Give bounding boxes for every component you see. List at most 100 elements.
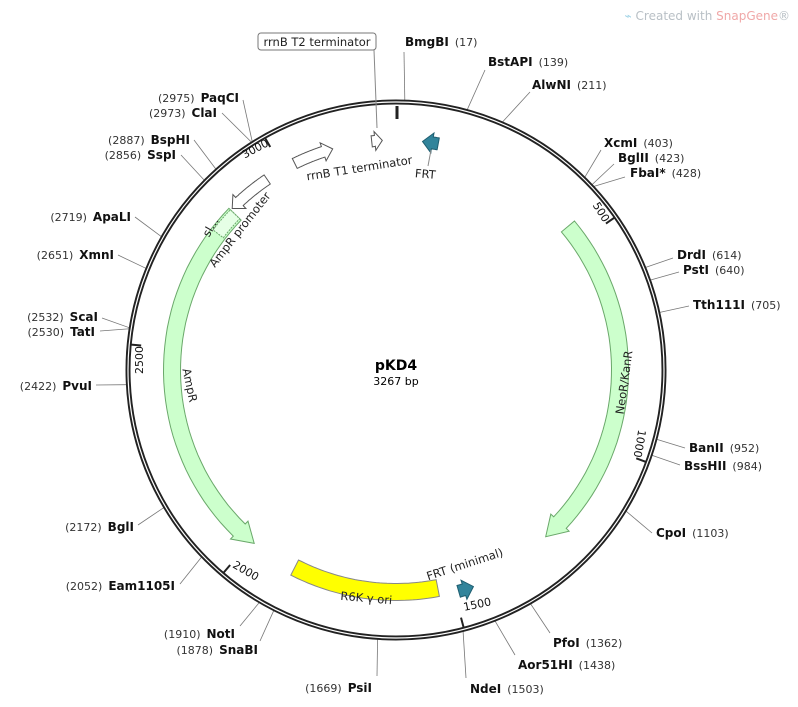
enzyme-site-noti[interactable]: (1910) NotI xyxy=(164,627,235,641)
enzyme-name: NotI xyxy=(207,627,236,641)
enzyme-position: (984) xyxy=(732,460,762,473)
feature-frt xyxy=(421,131,440,155)
enzyme-name: Eam1105I xyxy=(108,579,175,593)
enzyme-position: (1503) xyxy=(507,683,544,696)
feature-label: FRT (minimal) xyxy=(425,545,505,583)
rrnb-t2-leader xyxy=(373,49,378,129)
enzyme-leader-line xyxy=(242,99,253,142)
enzyme-leader-line xyxy=(117,254,147,269)
tick-mark xyxy=(605,216,615,225)
enzyme-site-aor51hi[interactable]: Aor51HI(1438) xyxy=(518,658,615,672)
feature-label: rrnB T2 terminator xyxy=(264,35,371,49)
enzyme-name: BglII xyxy=(618,151,649,165)
plasmid-name: pKD4 xyxy=(375,358,417,374)
backbone-inner-line xyxy=(127,101,665,639)
tick-mark xyxy=(635,457,646,463)
enzyme-name: TatI xyxy=(70,325,95,339)
enzyme-name: BmgBI xyxy=(405,35,449,49)
enzyme-site-xmni[interactable]: (2651)XmnI xyxy=(37,248,114,262)
feature-label: AmpR xyxy=(179,367,200,404)
enzyme-position: (1910) xyxy=(164,628,201,641)
enzyme-name: PaqCI xyxy=(201,91,239,105)
enzyme-name: BspHI xyxy=(151,133,190,147)
enzyme-site-pvui[interactable]: (2422) PvuI xyxy=(20,379,92,393)
enzyme-site-cpoi[interactable]: CpoI(1103) xyxy=(656,526,729,540)
enzyme-position: (1878) xyxy=(177,644,214,657)
enzyme-position: (403) xyxy=(643,137,673,150)
enzyme-position: (1103) xyxy=(692,527,729,540)
feature-label: R6K γ ori xyxy=(340,589,393,607)
enzyme-name: AlwNI xyxy=(532,78,571,92)
enzyme-site-alwni[interactable]: AlwNI(211) xyxy=(532,78,607,92)
enzyme-leader-line xyxy=(591,163,615,185)
enzyme-site-eam1105i[interactable]: (2052) Eam1105I xyxy=(66,579,175,593)
plasmid-length: 3267 bp xyxy=(373,375,418,388)
enzyme-leader-line xyxy=(403,51,406,101)
feature-sl xyxy=(212,208,241,239)
enzyme-site-bsshii[interactable]: BssHII(984) xyxy=(684,459,762,473)
enzyme-leader-line xyxy=(239,602,260,627)
enzyme-leader-line xyxy=(584,149,602,178)
enzyme-labels: BmgBI(17)BstAPI(139)AlwNI(211)XcmI(403)B… xyxy=(20,35,781,696)
enzyme-name: ApaLI xyxy=(93,210,131,224)
enzyme-name: ScaI xyxy=(70,310,98,324)
enzyme-site-scai[interactable]: (2532) ScaI xyxy=(27,310,98,324)
enzyme-leader-line xyxy=(137,507,164,526)
enzyme-site-bmgbi[interactable]: BmgBI (17) xyxy=(405,35,477,49)
enzyme-leader-line xyxy=(180,154,205,181)
enzyme-site-bgli[interactable]: (2172)BglI xyxy=(65,520,134,534)
enzyme-position: (2975) xyxy=(158,92,195,105)
enzyme-site-snabi[interactable]: (1878)SnaBI xyxy=(177,643,258,657)
enzyme-position: (17) xyxy=(455,36,478,49)
enzyme-position: (2651) xyxy=(37,249,74,262)
enzyme-position: (2052) xyxy=(66,580,103,593)
enzyme-site-fbai[interactable]: FbaI*(428) xyxy=(630,166,701,180)
enzyme-leader-line xyxy=(593,176,626,187)
enzyme-leader-line xyxy=(502,91,531,123)
tick-label: 1000 xyxy=(631,429,649,459)
enzyme-name: BglI xyxy=(108,520,134,534)
enzyme-leader-line xyxy=(650,271,680,281)
enzyme-site-pfoi[interactable]: PfoI(1362) xyxy=(553,636,622,650)
enzyme-position: (705) xyxy=(751,299,781,312)
enzyme-site-xcmi[interactable]: XcmI(403) xyxy=(604,136,673,150)
enzyme-name: PsiI xyxy=(348,681,372,695)
tick-label: 1500 xyxy=(462,595,492,614)
enzyme-site-sspi[interactable]: (2856)SspI xyxy=(105,148,176,162)
enzyme-position: (2532) xyxy=(27,311,64,324)
enzyme-site-tth111i[interactable]: Tth111I(705) xyxy=(693,298,781,312)
tick-label: 2500 xyxy=(133,346,146,374)
enzyme-leader-line xyxy=(652,455,681,466)
enzyme-leader-line xyxy=(193,139,217,170)
feature-r6k-ori xyxy=(290,559,440,601)
enzyme-leader-line xyxy=(376,639,378,677)
enzyme-site-paqci[interactable]: (2975) PaqCI xyxy=(158,91,239,105)
tick-mark xyxy=(131,343,142,347)
enzyme-leader-line xyxy=(179,556,202,585)
enzyme-leader-line xyxy=(134,216,162,237)
enzyme-site-drdi[interactable]: DrdI(614) xyxy=(677,248,742,262)
enzyme-position: (2973) xyxy=(149,107,186,120)
enzyme-position: (139) xyxy=(539,56,569,69)
enzyme-site-bstapi[interactable]: BstAPI(139) xyxy=(488,55,568,69)
feature-rrnb-t1-terminator xyxy=(291,141,334,170)
enzyme-site-banii[interactable]: BanII(952) xyxy=(689,441,759,455)
enzyme-site-bglii[interactable]: BglII(423) xyxy=(618,151,684,165)
enzyme-site-psii[interactable]: (1669)PsiI xyxy=(305,681,372,695)
enzyme-site-ndei[interactable]: NdeI(1503) xyxy=(470,682,544,696)
enzyme-site-apali[interactable]: (2719)ApaLI xyxy=(50,210,131,224)
enzyme-site-bsphi[interactable]: (2887)BspHI xyxy=(108,133,190,147)
enzyme-position: (640) xyxy=(715,264,745,277)
enzyme-leader-line xyxy=(221,112,252,143)
enzyme-position: (2422) xyxy=(20,380,57,393)
enzyme-position: (2530) xyxy=(27,326,64,339)
enzyme-leader-line xyxy=(99,328,130,332)
enzyme-position: (1362) xyxy=(586,637,623,650)
enzyme-name: PvuI xyxy=(62,379,92,393)
enzyme-site-tati[interactable]: (2530) TatI xyxy=(27,325,95,339)
enzyme-site-psti[interactable]: PstI(640) xyxy=(683,263,745,277)
enzyme-site-clai[interactable]: (2973)ClaI xyxy=(149,106,217,120)
enzyme-leader-line xyxy=(101,317,130,329)
